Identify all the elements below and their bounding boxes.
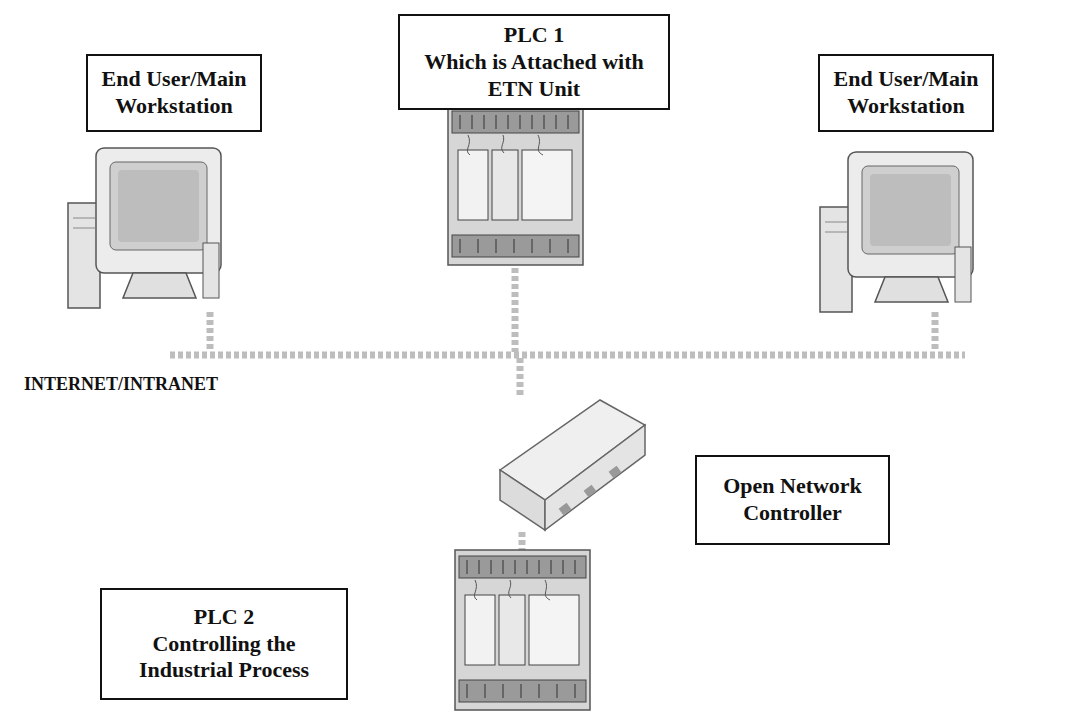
plc-icon xyxy=(448,105,583,265)
box-text: Controlling the Industrial Process xyxy=(110,631,338,685)
label-box: Open Network Controller xyxy=(695,455,890,545)
box-text: End User/Main Workstation xyxy=(96,66,252,120)
box-heading: PLC 1 xyxy=(504,22,565,49)
box-text: Open Network Controller xyxy=(705,473,880,527)
label-box: End User/Main Workstation xyxy=(818,54,994,132)
label-box: PLC 2Controlling the Industrial Process xyxy=(100,588,348,700)
box-text: Which is Attached with ETN Unit xyxy=(408,49,660,103)
label-box: End User/Main Workstation xyxy=(86,54,262,132)
box-text: End User/Main Workstation xyxy=(828,66,984,120)
plc-icon xyxy=(455,550,590,710)
network-label: INTERNET/INTRANET xyxy=(24,374,218,395)
controller-icon xyxy=(500,400,645,530)
computer-icon xyxy=(68,148,221,308)
computer-icon xyxy=(820,152,973,312)
box-heading: PLC 2 xyxy=(194,604,255,631)
label-box: PLC 1Which is Attached with ETN Unit xyxy=(398,14,670,110)
